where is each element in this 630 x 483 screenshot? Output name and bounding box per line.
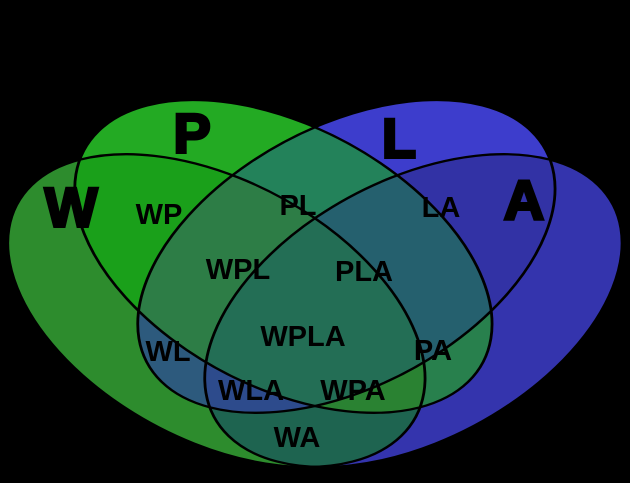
region-label-wa: WA [274,422,321,454]
region-label-wla: WLA [218,375,284,407]
set-label-w: W [45,176,98,239]
set-label-l: L [382,107,416,170]
region-label-wpl: WPL [206,254,270,286]
region-label-pa: PA [414,335,452,367]
set-label-p: P [173,102,210,165]
region-label-wl: WL [145,336,190,368]
region-label-pl: PL [279,190,316,222]
set-label-a: A [504,169,544,232]
region-label-wp: WP [136,199,183,231]
region-label-la: LA [422,192,461,224]
region-label-wpla: WPLA [260,321,345,353]
region-label-wpa: WPA [320,375,386,407]
region-label-pla: PLA [335,256,393,288]
